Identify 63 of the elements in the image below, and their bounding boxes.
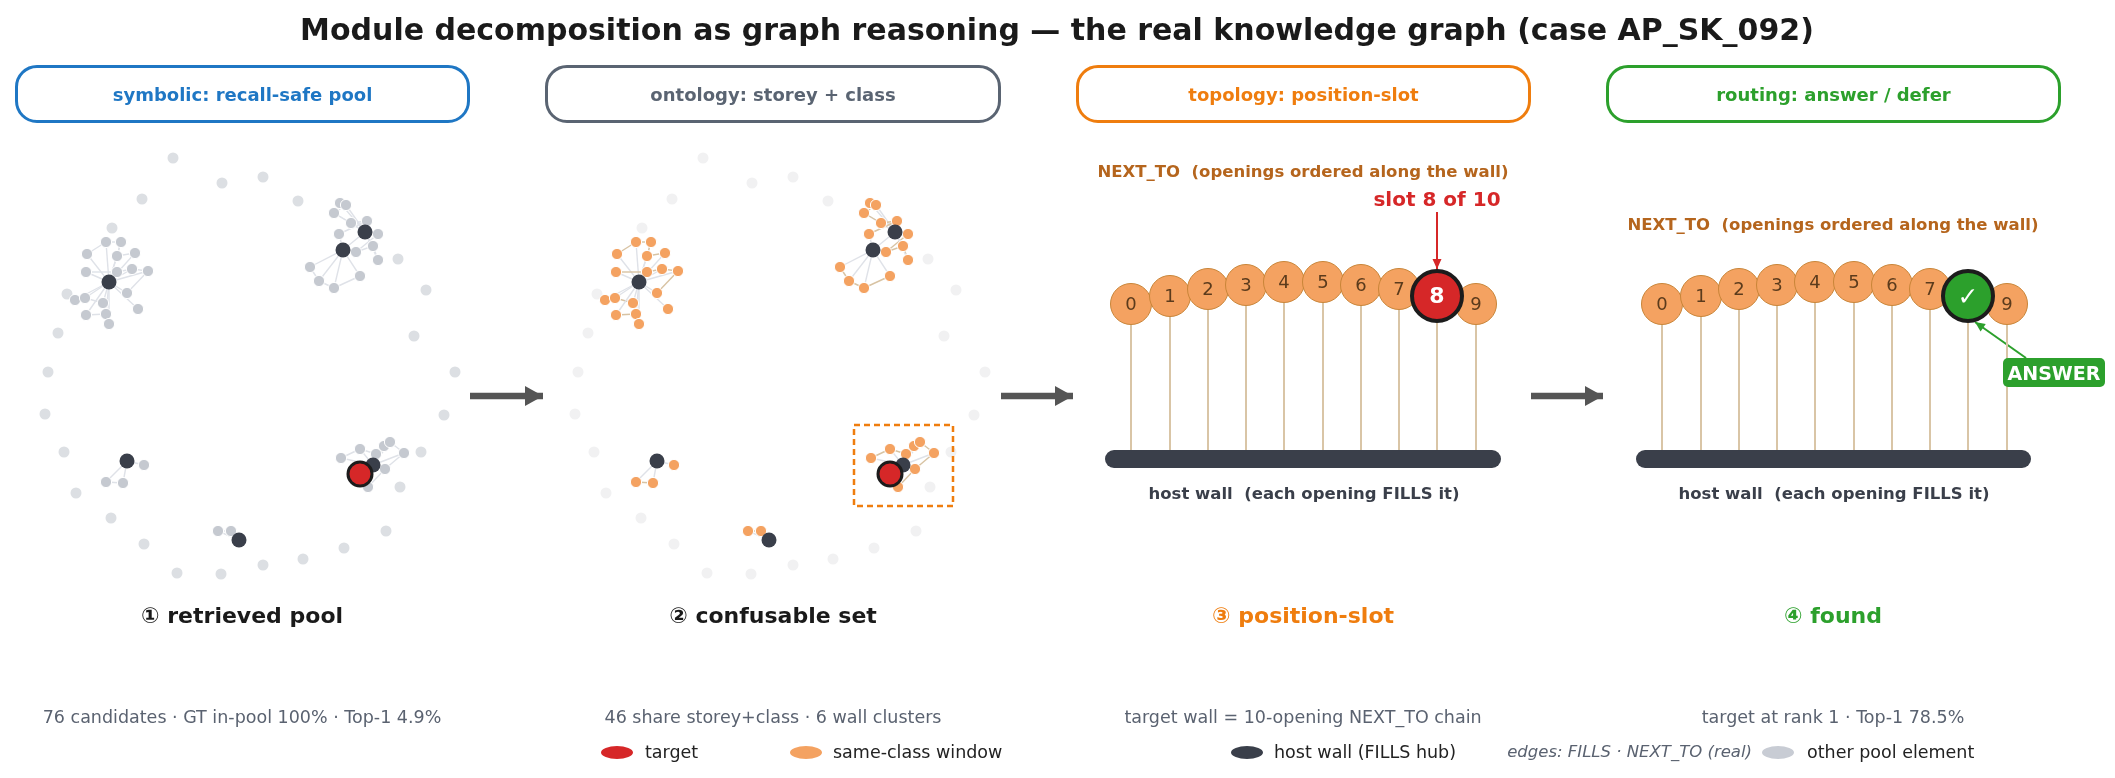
connector-line [1283,302,1285,451]
host-wall-bar [1105,450,1501,468]
pointer-arrow [1974,321,2027,359]
connector-line [1891,305,1893,451]
connector-line [1814,302,1816,451]
opening-circle: 4 [1794,261,1836,303]
connector-line [1169,316,1171,451]
panel-caption: ③ position-slot [1212,602,1394,630]
host-wall-bar [1636,450,2031,468]
connector-line [1436,322,1438,451]
legend-label: other pool element [1807,741,1975,763]
edge-note: edges: FILLS · NEXT_TO (real) [1507,742,1752,762]
stage-header: routing: answer / defer [1606,65,2061,123]
stage-header: ontology: storey + class [545,65,1001,123]
panel-stats: 76 candidates · GT in-pool 100% · Top-1 4.9% [42,706,442,728]
connector-line [1207,309,1209,451]
connector-line [1398,309,1400,451]
opening-circle: 1 [1680,275,1722,317]
panel-caption: ④ found [1784,602,1882,630]
relation-label: NEXT_TO (openings ordered along the wall) [1627,215,2039,235]
opening-circle: 5 [1833,261,1875,303]
target-opening-circle: 8 [1410,269,1464,323]
connector-line [1853,302,1855,451]
opening-circle: 3 [1756,264,1798,306]
opening-circle: 4 [1263,261,1305,303]
answer-opening-circle: ✓ [1941,269,1995,323]
pointer-arrow [1432,211,1442,270]
connector-line [1360,305,1362,451]
panel-stats: target at rank 1 · Top-1 78.5% [1701,706,1965,728]
opening-circle: 0 [1641,283,1683,325]
opening-circle: 0 [1110,283,1152,325]
connector-line [1776,305,1778,451]
opening-circle: 6 [1340,264,1382,306]
opening-circle: 2 [1718,268,1760,310]
connector-line [1738,309,1740,451]
connector-line [1929,309,1931,451]
legend-label: host wall (FILLS hub) [1274,741,1456,763]
panel-caption: ① retrieved pool [140,602,344,630]
wall-caption: host wall (each opening FILLS it) [1148,484,1460,504]
opening-circle: 2 [1187,268,1229,310]
connector-line [1245,305,1247,451]
opening-circle: 1 [1149,275,1191,317]
answer-tag: ANSWER [2003,358,2105,387]
connector-line [1967,322,1969,451]
relation-label: NEXT_TO (openings ordered along the wall) [1097,162,1509,182]
connector-line [1130,324,1132,451]
panel-stats: target wall = 10-opening NEXT_TO chain [1124,706,1482,728]
legend-label: target [645,741,699,763]
stage-header: symbolic: recall-safe pool [15,65,470,123]
wall-caption: host wall (each opening FILLS it) [1678,484,1990,504]
connector-line [1661,324,1663,451]
diagram-title: Module decomposition as graph reasoning — the real knowledge graph (case AP_SK_092) [300,12,1814,48]
opening-circle: 6 [1871,264,1913,306]
legend-label: same-class window [833,741,1003,763]
slot-label: slot 8 of 10 [1367,186,1507,212]
opening-circle: 3 [1225,264,1267,306]
panel-caption: ② confusable set [669,602,877,630]
stage-header: topology: position-slot [1076,65,1531,123]
connector-line [1475,324,1477,451]
opening-circle: 5 [1302,261,1344,303]
connector-line [1322,302,1324,451]
panel-stats: 46 share storey+class · 6 wall clusters [604,706,942,728]
connector-line [1700,316,1702,451]
